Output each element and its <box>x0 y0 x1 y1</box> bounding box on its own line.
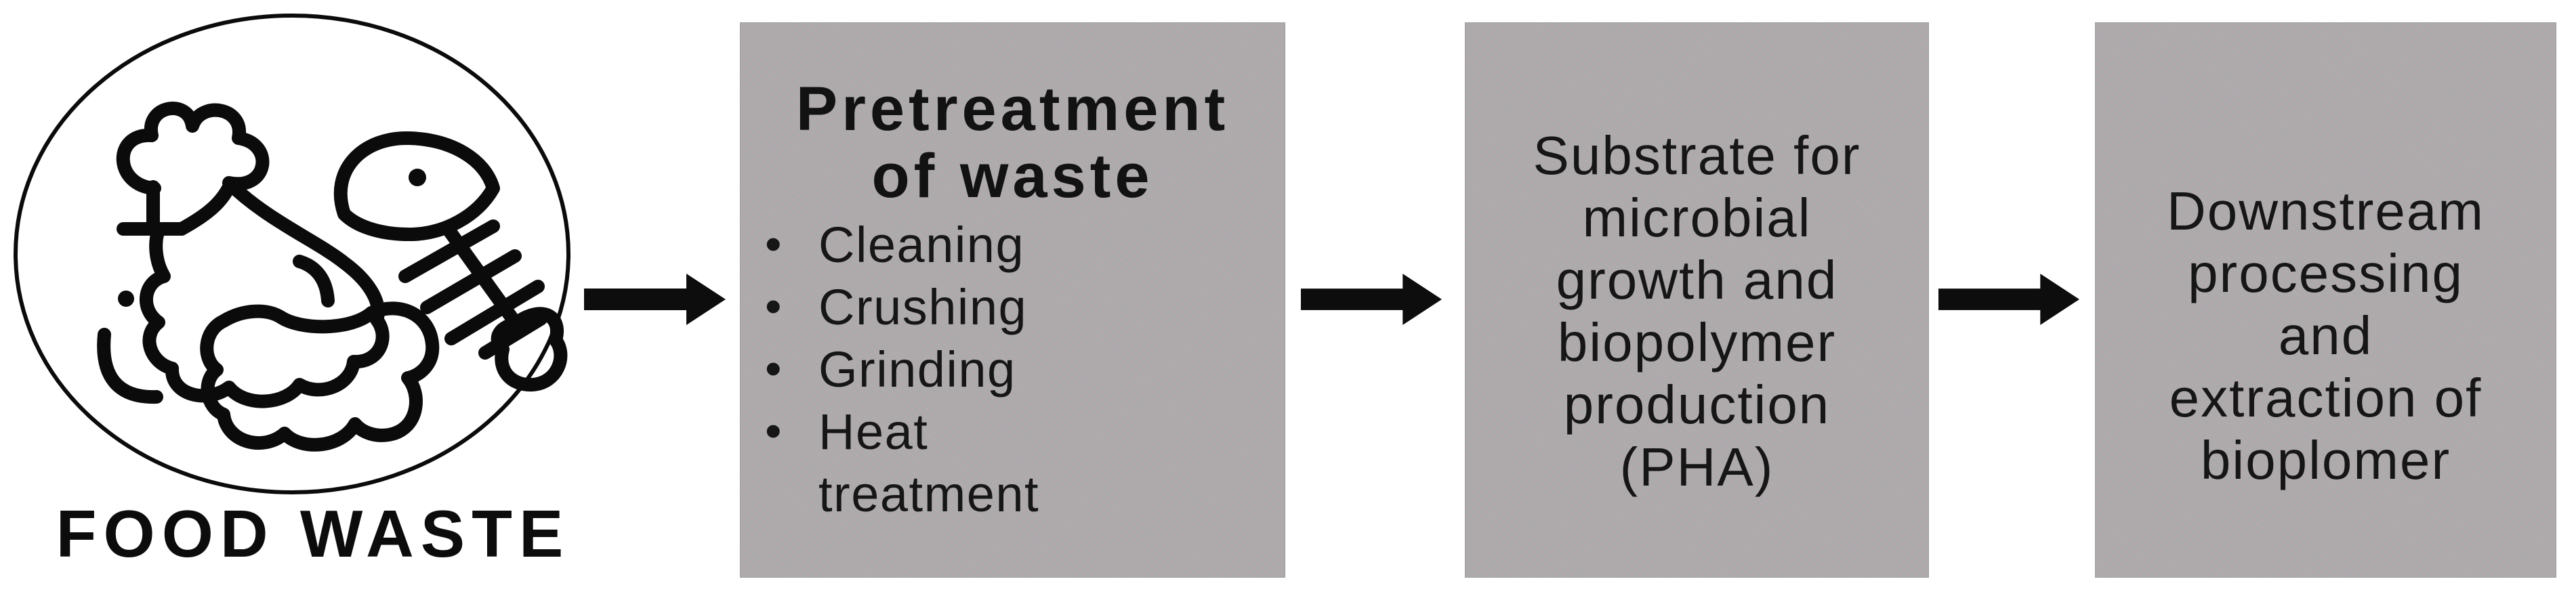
arrow-shape <box>584 274 726 325</box>
step-box-pretreatment: Pretreatment of waste Cleaning Crushing … <box>740 22 1285 578</box>
step-text-downstream: Downstream processing and extraction of … <box>2166 181 2485 490</box>
step-title-pretreatment: Pretreatment of waste <box>795 74 1230 211</box>
apple-core-icon <box>200 255 440 452</box>
arrow-shape <box>1938 274 2079 325</box>
flow-arrow-1 <box>584 274 726 325</box>
bullet-item-heat-treatment: Heat treatment <box>765 400 1110 526</box>
step-box-downstream: Downstream processing and extraction of … <box>2095 22 2556 578</box>
pretreatment-bullet-list: Cleaning Crushing Grinding Heat treatmen… <box>741 213 1285 526</box>
drumstick-icon <box>97 102 390 408</box>
step-text-substrate: Substrate for microbial growth and biopo… <box>1533 125 1861 497</box>
flow-arrow-3 <box>1938 274 2079 325</box>
bullet-item-grinding: Grinding <box>765 337 1110 401</box>
food-waste-label: FOOD WASTE <box>56 496 570 571</box>
step-box-substrate: Substrate for microbial growth and biopo… <box>1465 22 1929 578</box>
food-waste-icon <box>14 14 570 494</box>
bullet-item-cleaning: Cleaning <box>765 213 1110 276</box>
circle-outline <box>14 14 570 494</box>
flow-arrow-2 <box>1301 274 1442 325</box>
bullet-item-crushing: Crushing <box>765 275 1110 339</box>
fish-skeleton-icon <box>333 131 568 392</box>
arrow-shape <box>1301 274 1442 325</box>
